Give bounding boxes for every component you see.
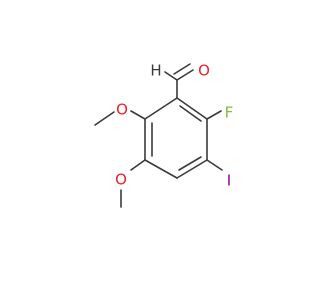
bond-c3-i — [206, 159, 223, 171]
bond-cho-h — [164, 71, 178, 81]
bond-c3-c4 — [176, 159, 208, 179]
methoxy-group-lower: O — [115, 159, 146, 208]
iodine-substituent: I — [206, 159, 231, 190]
bond-cho-o-b — [173, 63, 191, 75]
atom-oxygen-methoxy-upper: O — [116, 101, 128, 119]
bond-c2-f — [206, 110, 222, 120]
bond-c5-o — [130, 159, 146, 171]
atom-hydrogen-aldehyde: H — [150, 62, 161, 80]
bond-c6-o — [130, 110, 146, 120]
methoxy-group-upper: O — [94, 101, 146, 126]
benzene-ring — [144, 97, 208, 179]
bond-c6-c1 — [144, 97, 178, 120]
bond-o-ch3-upper — [94, 111, 115, 126]
bond-c4-c5 — [144, 159, 178, 179]
bond-cho-o-a — [176, 69, 194, 81]
atom-iodine: I — [227, 172, 231, 190]
atom-fluorine: F — [225, 104, 234, 122]
molecule-structure: O H F I O O — [94, 62, 234, 208]
fluorine-substituent: F — [206, 104, 234, 122]
bond-c3-c4-inner — [178, 156, 202, 171]
atom-oxygen-aldehyde: O — [198, 62, 210, 80]
aldehyde-group: O H — [150, 62, 210, 99]
bond-c1-c2-inner — [179, 105, 202, 122]
atom-oxygen-methoxy-lower: O — [115, 171, 127, 189]
bond-c1-c2 — [176, 97, 208, 120]
